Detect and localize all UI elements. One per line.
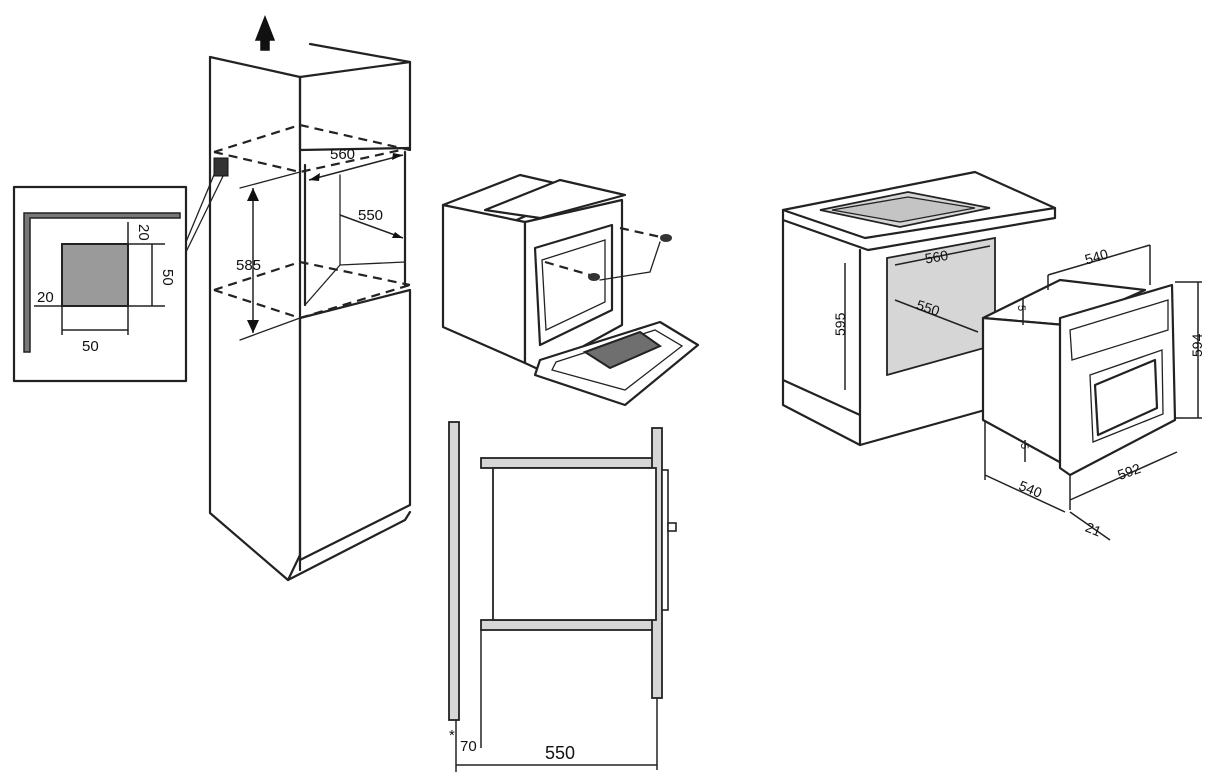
bottom-cutout-plane [213,260,411,292]
niche-bottom [304,264,341,306]
oven-gap-side-label: 5 [1018,443,1030,449]
oven-cavity-inner [541,239,606,332]
screw-leader [599,241,661,281]
ventilation-up-arrow-icon [254,14,276,51]
dim-arrow [247,320,259,333]
oven-window [1093,358,1159,437]
niche-height-label: 595 [832,312,848,336]
countertop-edge [781,170,1057,212]
cabinet-left-side [208,55,290,582]
width-dim-line [308,154,404,181]
oven-knob-section [667,522,677,532]
oven-cavity [533,223,614,347]
height-ext-line [239,317,301,341]
oven-door-section [661,469,669,611]
oven-door-glass [582,330,663,370]
inset-top-offset-label: 20 [135,224,152,241]
lower-door [298,288,412,562]
dim-arrow [392,232,403,238]
oven-isometric-drawing [441,173,700,407]
cabinet-depth-label: 550 [358,207,383,224]
ventilation-opening [61,243,129,307]
oven-depth-line [1047,244,1151,276]
inset-side-size-label: 50 [159,269,176,286]
lower-shelf [480,619,657,631]
dim-arrow [309,173,320,181]
dim-arrow [247,188,259,201]
upper-door [298,75,412,152]
oven-control-panel [1069,299,1169,361]
niche-width-label: 560 [924,247,950,267]
oven-frame-top [483,178,627,220]
height-ext-line [239,171,301,189]
counter-cabinet-plinth [781,378,862,447]
oven-window-frame [1089,349,1164,443]
oven-bottom-depth-line [984,474,1066,513]
inset-leader-line [185,169,227,253]
cabinet-wall [448,421,460,721]
cabinet-top-edge [208,55,412,152]
section-marker-label: * [449,727,455,744]
top-cutout-plane [213,146,411,174]
sink-inner [831,196,976,223]
cabinet-top-edge [308,42,412,64]
inset-cabinet-corner [23,212,181,353]
screw-line [544,260,591,277]
inset-bottom-size-label: 50 [82,338,99,355]
oven-depth-label: 540 [1083,246,1110,268]
screw-icon [588,273,600,281]
screw-icon [660,234,672,242]
oven-front-depth-line [1069,511,1111,541]
upper-shelf [480,457,657,469]
oven-front-depth-label: 21 [1083,519,1104,540]
niche-depth-label: 550 [915,297,942,320]
counter-cabinet-side [781,218,862,417]
side-section-drawing: * 70 550 [448,421,677,772]
dim-arrow [392,153,403,160]
ventilation-detail-inset: 20 50 20 50 [12,157,227,383]
oven-width-line [1069,451,1178,501]
oven-bottom-depth-label: 540 [1017,477,1045,501]
tall-cabinet-drawing: 560 550 585 [208,14,412,582]
oven-height-label: 594 [1189,333,1205,357]
oven-body-section [492,467,657,621]
niche-depth-line [894,299,979,333]
depth-dim-line [339,214,404,239]
oven-side [441,203,527,365]
counter-cabinet-base [858,408,987,447]
vent-marker [213,157,229,177]
niche-width-line [894,245,991,266]
built-in-oven-front [1058,283,1177,477]
bottom-cutout-plane [213,283,411,320]
cabinet-width-label: 560 [330,146,355,163]
oven-gap-top-label: 5 [1015,305,1027,311]
inset-left-offset-label: 20 [37,289,54,306]
cabinet-height-label: 585 [236,257,261,274]
oven-width-label: 592 [1115,460,1143,483]
under-counter-drawing: 595 560 550 540 594 592 540 21 5 5 [781,170,1205,541]
top-cutout-plane [213,123,411,154]
cabinet-base [286,510,412,582]
section-gap-label: 70 [460,738,477,755]
screw-line [619,226,666,240]
section-depth-label: 550 [545,743,575,763]
